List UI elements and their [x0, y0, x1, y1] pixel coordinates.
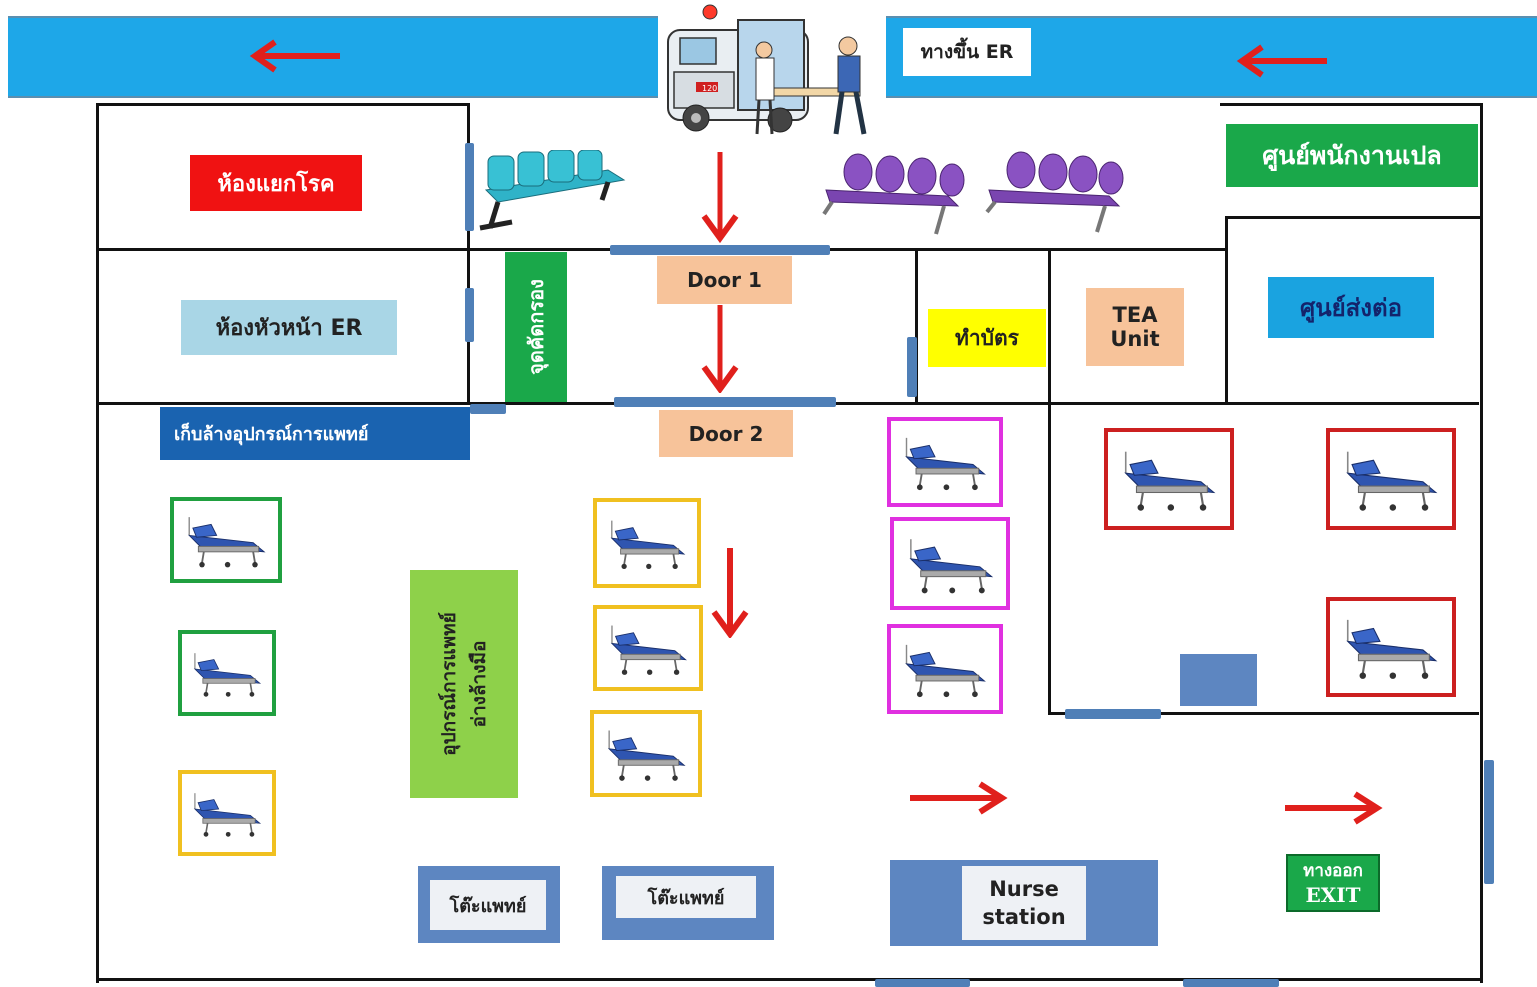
down-arrow-icon	[711, 548, 749, 638]
door-segment	[875, 979, 970, 987]
handwash-area-label: อุปกรณ์การแพทย์ อ่างล้างมือ	[410, 570, 518, 798]
tea-unit-line1: TEA	[1112, 303, 1158, 327]
wall	[1225, 216, 1228, 404]
registration-label: ทำบัตร	[928, 309, 1046, 367]
bench-icon	[479, 150, 626, 231]
bench-icon	[985, 151, 1124, 233]
nurse-station: Nurse station	[890, 860, 1158, 946]
stretcher-bed-icon	[178, 630, 276, 716]
stretcher-bed-icon	[590, 710, 702, 797]
door-segment	[610, 245, 830, 255]
wall	[915, 248, 918, 402]
stretcher-bed-icon	[887, 624, 1003, 714]
left-arrow-icon	[1236, 44, 1327, 78]
nurse-station-line1: Nurse	[989, 877, 1059, 901]
exit-sign: ทางออก EXIT	[1286, 854, 1380, 912]
equipment-wash-label: เก็บล้างอุปกรณ์การแพทย์	[160, 407, 470, 460]
door-segment	[1484, 760, 1494, 884]
handwash-line2: อ่างล้างมือ	[468, 640, 490, 728]
stretcher-bed-icon	[170, 497, 282, 583]
left-arrow-icon	[249, 39, 340, 73]
door-2-label: Door 2	[659, 410, 793, 457]
bench-icon	[822, 153, 965, 235]
wall	[96, 978, 1483, 981]
stretcher-bed-icon	[178, 770, 276, 856]
stretcher-bed-icon	[887, 417, 1003, 507]
stretcher-bed-icon	[1104, 428, 1234, 530]
stretcher-bed-icon	[890, 517, 1010, 610]
wall	[1220, 103, 1483, 106]
ambulance-icon: 120	[667, 4, 867, 135]
doctor-desk: โต๊ะแพทย์	[602, 866, 774, 940]
isolation-room-label: ห้องแยกโรค	[190, 155, 362, 211]
handwash-line1: อุปกรณ์การแพทย์	[438, 612, 460, 756]
door-segment	[614, 397, 836, 407]
door-segment	[907, 337, 917, 397]
wall	[467, 103, 470, 405]
doctor-desk-label: โต๊ะแพทย์	[430, 880, 546, 930]
tea-unit-label: TEA Unit	[1086, 288, 1184, 366]
door-segment	[465, 143, 474, 231]
referral-center-label: ศูนย์ส่งต่อ	[1268, 277, 1434, 338]
porter-center-label: ศูนย์พนักงานเปล	[1226, 124, 1478, 187]
down-arrow-icon	[701, 305, 739, 393]
head-er-room-label: ห้องหัวหน้า ER	[181, 300, 397, 355]
wall	[1225, 216, 1480, 219]
er-entrance-label: ทางขึ้น ER	[903, 28, 1031, 76]
wall	[96, 103, 99, 983]
wall	[1048, 248, 1051, 715]
stretcher-bed-icon	[1326, 597, 1456, 697]
door-1-label: Door 1	[657, 256, 792, 304]
doctor-desk-label: โต๊ะแพทย์	[616, 876, 756, 918]
wall	[96, 103, 470, 106]
right-arrow-icon	[910, 781, 1008, 815]
door-segment	[1183, 979, 1279, 987]
stretcher-bed-icon	[593, 498, 701, 588]
wall	[1480, 103, 1483, 983]
right-arrow-icon	[1285, 791, 1383, 825]
screening-point-label: จุดคัดกรอง	[505, 252, 567, 402]
nurse-station-line2: station	[982, 905, 1066, 929]
cabinet	[1180, 654, 1257, 706]
exit-sign-english: EXIT	[1305, 883, 1361, 907]
screening-point-text: จุดคัดกรอง	[524, 279, 549, 375]
doctor-desk: โต๊ะแพทย์	[418, 866, 560, 943]
wall	[1048, 712, 1479, 715]
svg-text:120: 120	[702, 84, 717, 93]
door-segment	[1065, 709, 1161, 719]
door-segment	[465, 288, 474, 342]
exit-sign-thai: ทางออก	[1303, 861, 1363, 881]
down-arrow-icon	[701, 152, 739, 244]
stretcher-bed-icon	[593, 605, 703, 691]
stretcher-bed-icon	[1326, 428, 1456, 530]
door-segment	[470, 404, 506, 414]
tea-unit-line2: Unit	[1110, 327, 1160, 351]
